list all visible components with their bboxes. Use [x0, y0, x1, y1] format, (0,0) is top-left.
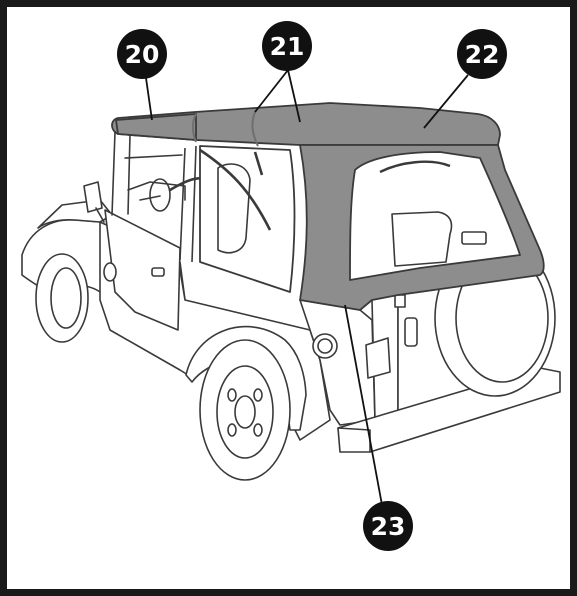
soft-top-seam-a	[192, 113, 197, 143]
leader-22	[423, 74, 469, 129]
callout-number: 21	[270, 32, 305, 61]
callout-21: 21	[262, 21, 312, 71]
jeep-soft-top-diagram: 20 21 22 23	[21, 21, 561, 551]
leader-lines	[145, 69, 469, 506]
diagram-frame: 20 21 22 23	[7, 7, 570, 589]
callout-badge	[117, 29, 167, 79]
windshield-frame	[111, 131, 183, 216]
rear-seat-visible	[391, 211, 453, 267]
tailgate-handle	[404, 317, 418, 347]
callout-number: 20	[125, 40, 160, 69]
leader-20	[145, 77, 153, 121]
dashboard	[127, 181, 186, 201]
leader-23	[344, 304, 383, 506]
callout-20: 20	[117, 29, 167, 79]
callout-22: 22	[457, 29, 507, 79]
side-mirror	[83, 181, 103, 213]
soft-top-roof	[111, 102, 501, 146]
rear-roll-bar	[379, 160, 451, 174]
soft-top-seam-b	[251, 109, 259, 147]
callout-badge	[457, 29, 507, 79]
callout-badge	[363, 501, 413, 551]
rear-hub	[234, 395, 256, 429]
steering-wheel	[149, 178, 171, 212]
front-tire-inner	[50, 267, 82, 329]
rear-latch	[394, 294, 406, 308]
door-handle	[151, 267, 165, 277]
callout-23: 23	[363, 501, 413, 551]
door-hinge	[103, 262, 117, 282]
callout-badge	[262, 21, 312, 71]
vehicle-body	[21, 131, 561, 481]
callout-number: 23	[371, 512, 406, 541]
leader-21a	[254, 69, 289, 113]
tail-light	[365, 337, 391, 379]
leader-21b	[287, 69, 301, 123]
side-frame-post	[179, 145, 197, 263]
roll-bar-visible	[199, 148, 272, 231]
callout-number: 22	[465, 40, 500, 69]
